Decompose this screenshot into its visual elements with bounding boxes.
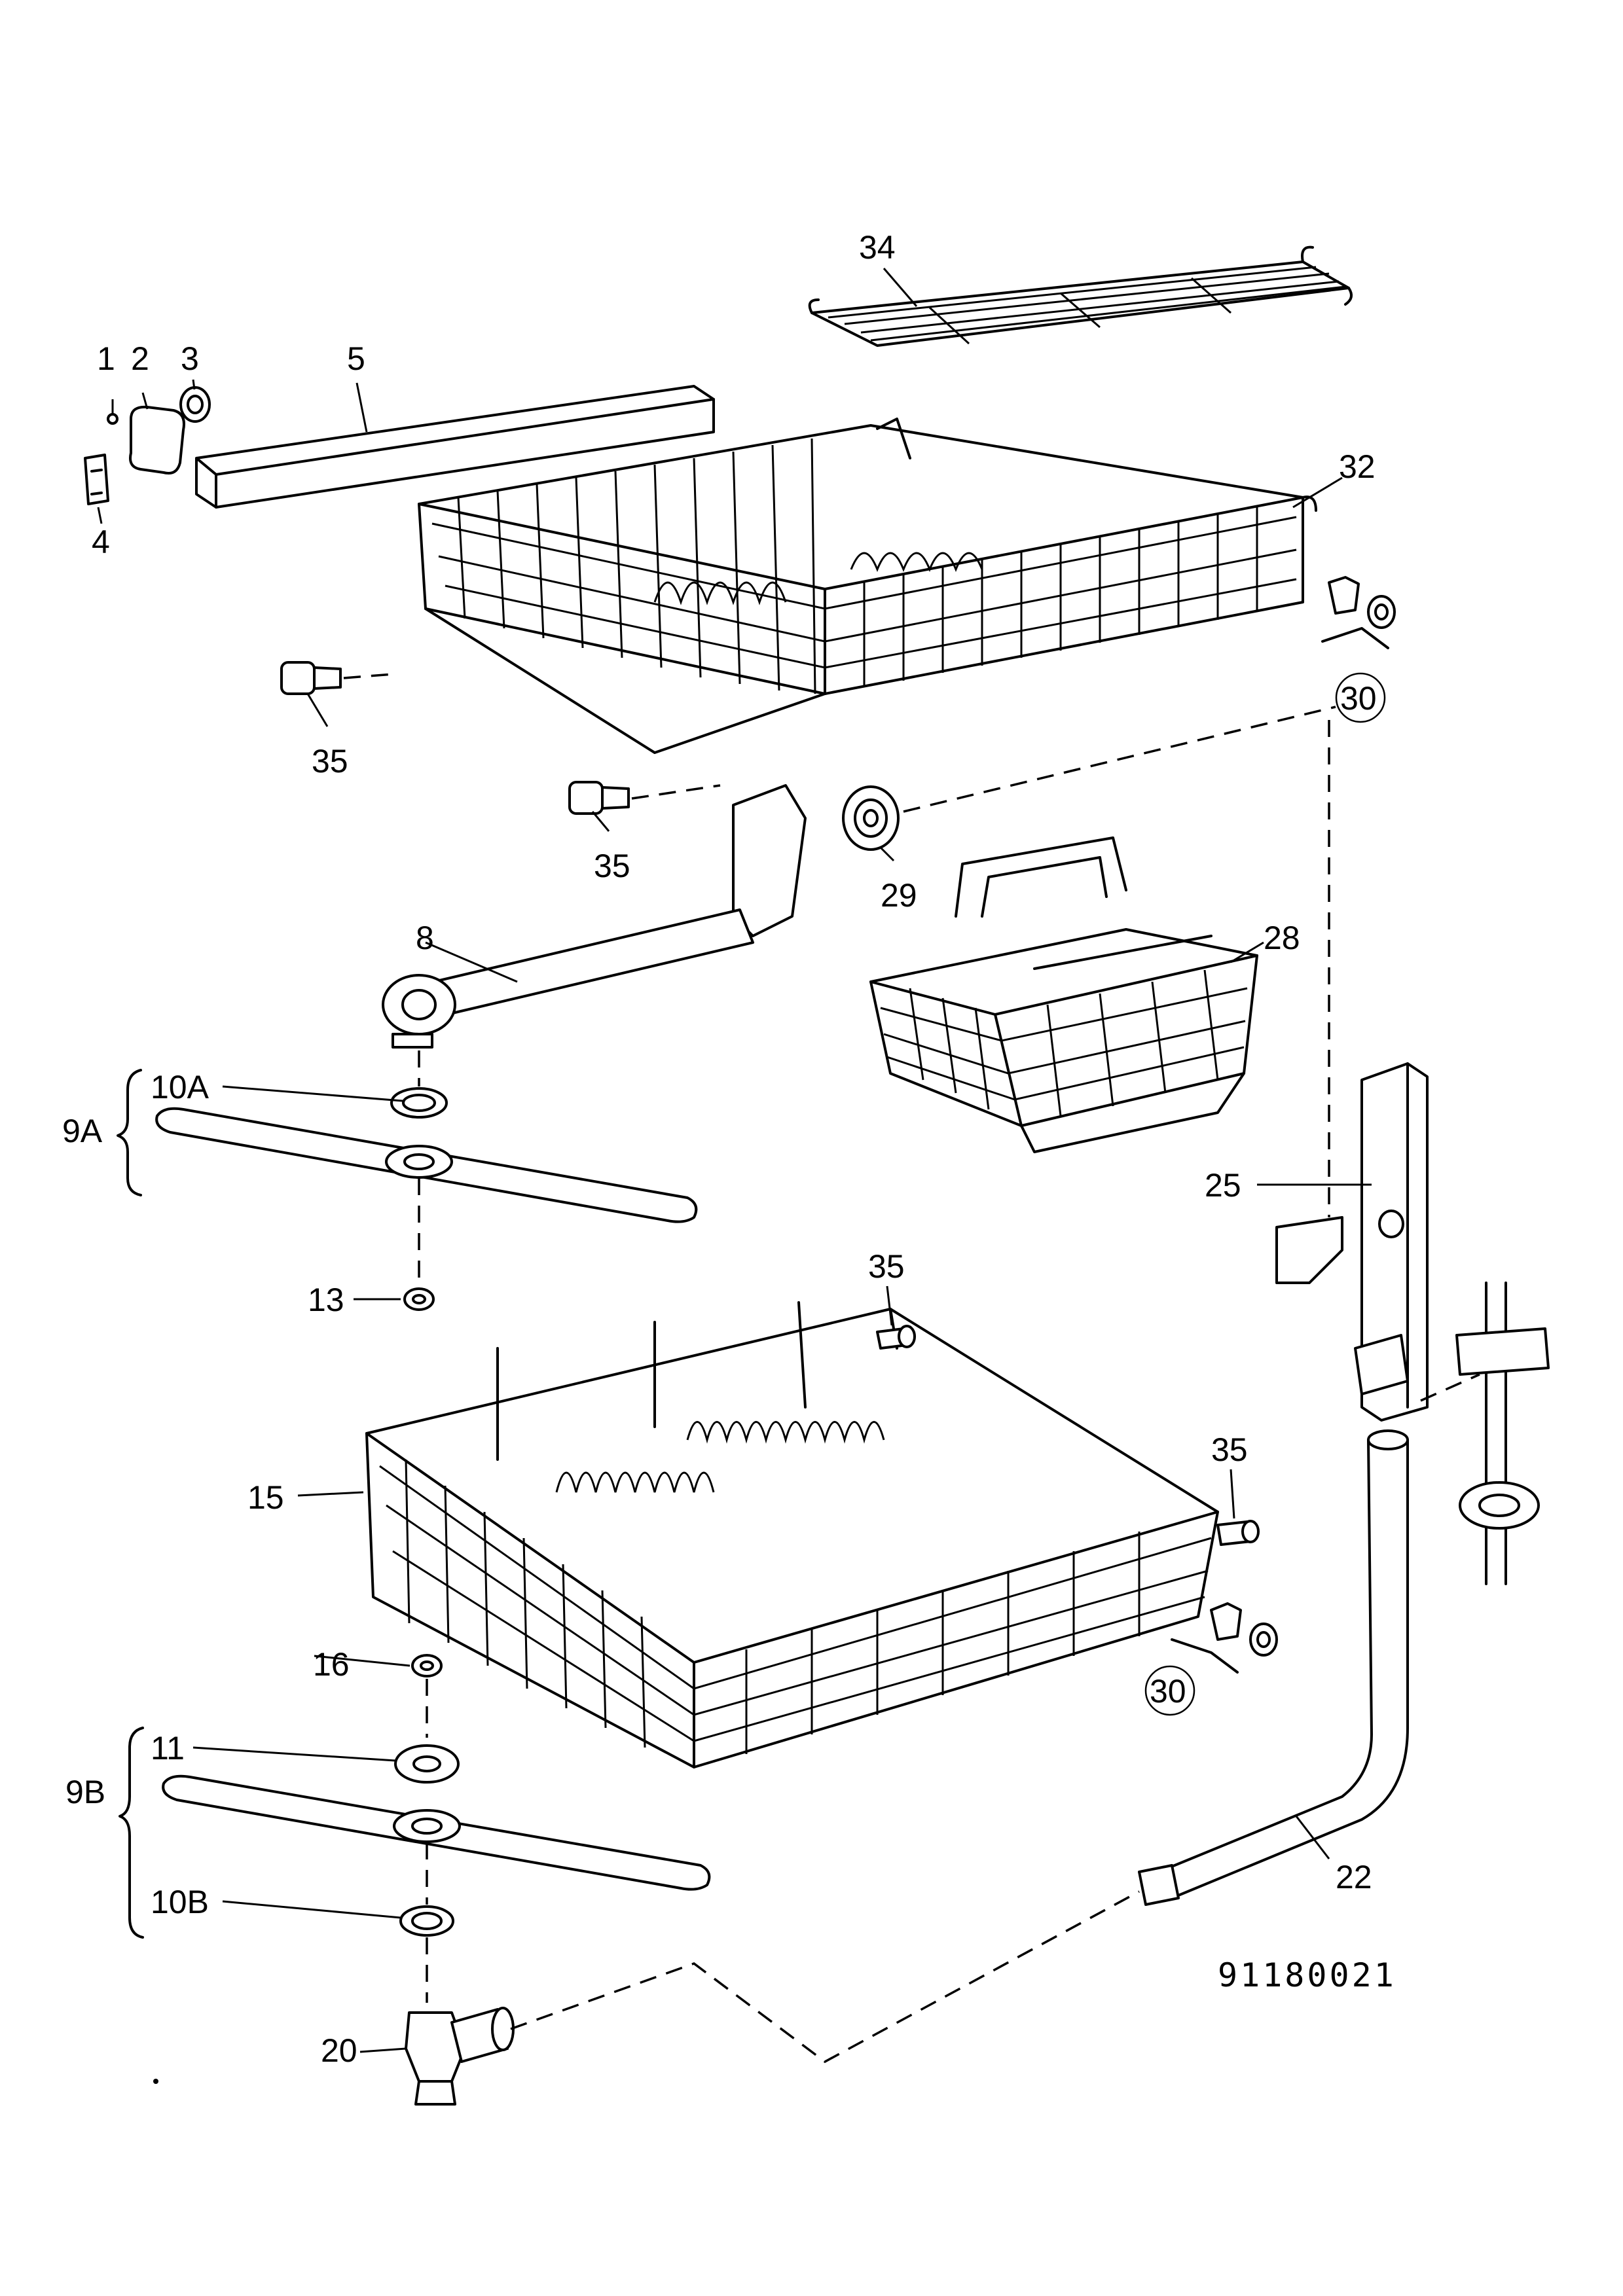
part-35-bolt-lower-right [1216,1520,1260,1546]
part-28-cutlery-basket [869,836,1258,1153]
callout-20: 20 [321,2032,357,2069]
part-35-bolt-mid [568,781,721,815]
leader-lines [97,268,1386,2053]
callout-32: 32 [1339,448,1376,485]
callout-2: 2 [131,340,149,377]
part-35-bolt-upper-left [280,661,393,695]
callout-8: 8 [416,920,434,956]
stray-mark [153,2079,158,2084]
part-8-supply-tube [382,784,807,1049]
callout-16: 16 [313,1646,350,1683]
inlet-bracket [1455,1282,1550,1585]
callout-35-lower-right: 35 [1211,1431,1248,1468]
callout-10A: 10A [151,1069,210,1105]
callout-28: 28 [1264,920,1300,956]
callout-9B: 9B [65,1774,105,1810]
part-5-rail [195,385,715,509]
part-22-supply-pipe [1138,1429,1409,1906]
callout-1: 1 [97,340,115,377]
callout-35-mid: 35 [594,848,630,884]
part-35-bolt-lower-top [876,1325,916,1350]
callout-30-bottom: 30 [1150,1673,1186,1710]
callout-5: 5 [347,340,365,377]
part-15-lower-basket [365,1301,1219,1768]
callout-35-lower-top: 35 [868,1248,905,1285]
callout-34: 34 [859,229,896,266]
callout-4: 4 [92,524,110,560]
part-16-washer [411,1654,443,1738]
drawing-number: 91180021 [1218,1956,1396,1994]
part-30-roller-clip-top [1321,576,1396,649]
callout-30-top: 30 [1340,680,1377,717]
part-20-sump-connector [405,1890,1140,2106]
part-29-wheel [842,706,1336,851]
callout-13: 13 [308,1282,344,1318]
callout-9A: 9A [62,1113,103,1149]
callout-25: 25 [1205,1167,1241,1204]
callout-11: 11 [151,1730,185,1767]
part-30-roller-clip-bottom [1171,1602,1278,1674]
part-9A-upper-spray-arm [155,1050,698,1283]
part-13-nut [403,1287,435,1311]
callout-22: 22 [1336,1859,1372,1895]
part-34-cup-shelf [808,245,1353,347]
callout-35-upper-left: 35 [312,743,348,780]
part-9B-lower-spray-arm [162,1744,711,2003]
callout-29: 29 [881,877,917,914]
callout-15: 15 [247,1479,284,1516]
parts-1-4-roller-hardware [84,386,211,505]
part-25-water-duct [1275,720,1480,1422]
part-32-upper-basket [418,418,1317,754]
callout-3: 3 [181,340,199,377]
callout-10B: 10B [151,1884,209,1920]
